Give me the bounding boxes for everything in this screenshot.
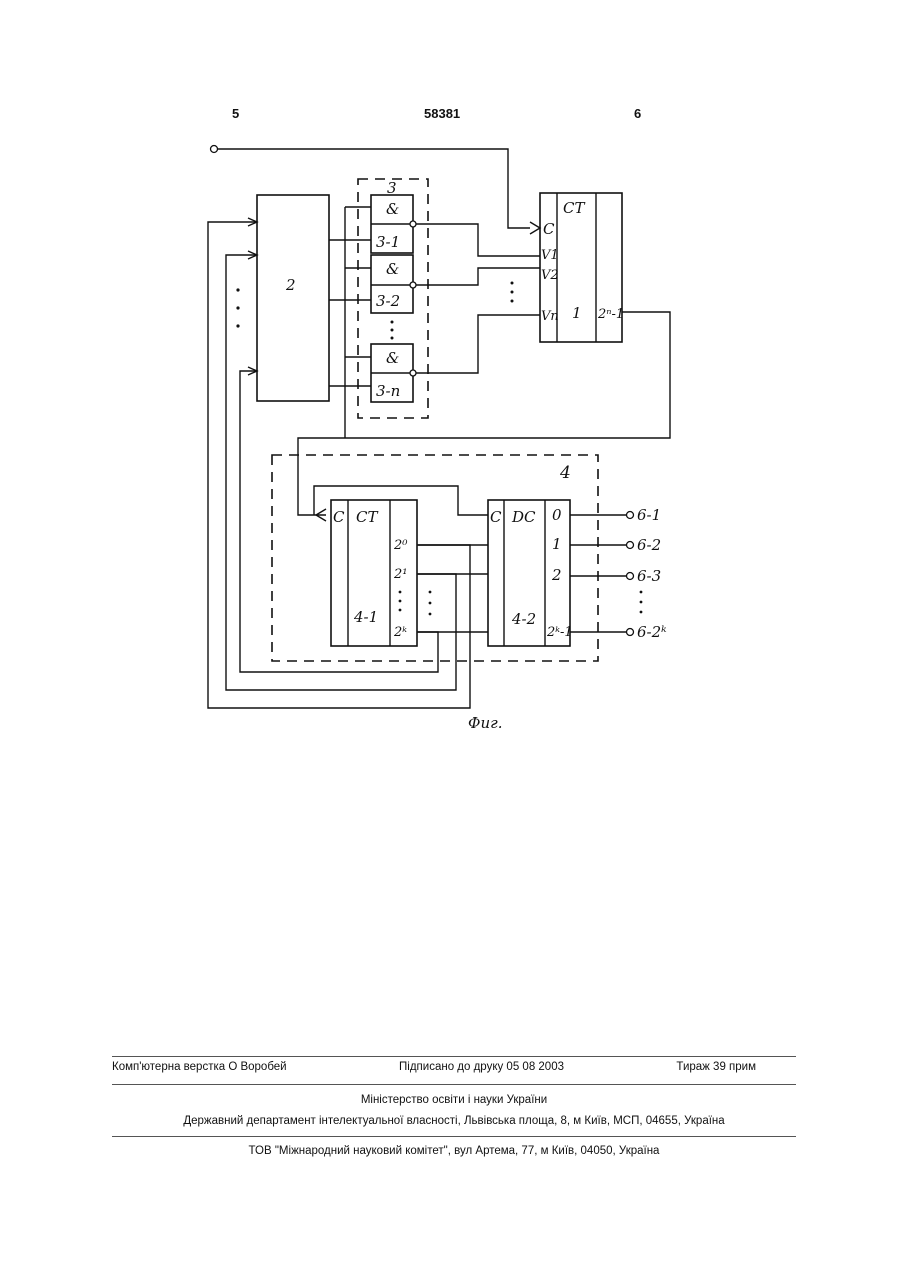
gate-3-2-and: & [386, 260, 399, 278]
figure-caption: Фиг. [468, 714, 502, 732]
decoder-4-2-dc: DC [511, 508, 536, 526]
imprint-row-1: Комп'ютерна верстка О Воробей Підписано … [112, 1061, 796, 1073]
counter-4-1-ct: CT [356, 508, 378, 526]
terminal-6-1: 6-1 [637, 506, 661, 524]
imprint-rule-bottom [112, 1136, 796, 1137]
group-4-label: 4 [559, 463, 571, 483]
counter-1-c: C [543, 220, 555, 238]
decoder-4-2-label: 4-2 [511, 610, 536, 628]
gate-3-1-and: & [386, 200, 399, 218]
counter-4-1-c: C [333, 508, 345, 526]
counter-1-out: 2ⁿ-1 [597, 307, 624, 322]
imprint-rule-top [112, 1056, 796, 1057]
terminal-6-2k: 6-2ᵏ [637, 623, 667, 641]
counter-1-vn: Vn [541, 309, 559, 324]
terminal-6-2: 6-2 [637, 536, 661, 554]
circuit-diagram: 2 3 & 3-1 & 3-2 & 3-n [0, 0, 900, 760]
ellipsis-dots-terminals [640, 591, 643, 614]
ellipsis-dots-gates [391, 321, 394, 340]
counter-4-1-q0: 2⁰ [393, 538, 408, 553]
counter-4-1-qk: 2ᵏ [393, 625, 407, 640]
imprint-signed: Підписано до друку 05 08 2003 [399, 1061, 564, 1073]
input-terminal [211, 146, 218, 153]
counter-4-1-q1: 2¹ [393, 567, 407, 582]
imprint-ministry: Міністерство освіти і науки України [112, 1094, 796, 1106]
terminal-6-3: 6-3 [637, 567, 661, 585]
decoder-4-2-c: C [490, 508, 502, 526]
decoder-4-2-olast: 2ᵏ-1 [546, 625, 573, 640]
decoder-4-2-o0: 0 [552, 506, 562, 524]
counter-1-v1: V1 [541, 248, 559, 263]
gate-3-n-label: 3-n [376, 382, 400, 400]
gate-3-2-label: 3-2 [376, 292, 400, 310]
counter-1-label: 1 [572, 304, 582, 322]
ellipsis-dots-left [236, 288, 239, 327]
ellipsis-dots-v [511, 282, 514, 303]
ellipsis-dots-bus [429, 591, 432, 616]
imprint-rule-mid [112, 1084, 796, 1085]
block-2-label: 2 [285, 276, 296, 294]
imprint-department: Державний департамент інтелектуальної вл… [112, 1115, 796, 1127]
counter-1-ct: CT [563, 199, 585, 217]
gate-3-1-label: 3-1 [376, 233, 400, 251]
counter-4-1-label: 4-1 [353, 608, 378, 626]
decoder-4-2-o1: 1 [552, 535, 562, 553]
ellipsis-dots-ct2 [399, 591, 402, 612]
counter-1-v2: V2 [541, 268, 559, 283]
block-2 [257, 195, 329, 401]
decoder-4-2-o2: 2 [551, 566, 562, 584]
imprint-publisher: ТОВ "Міжнародний науковий комітет", вул … [112, 1145, 796, 1157]
imprint-layout: Комп'ютерна верстка О Воробей [112, 1061, 287, 1073]
gate-3-n-and: & [386, 349, 399, 367]
imprint-print-run: Тираж 39 прим [676, 1061, 756, 1073]
